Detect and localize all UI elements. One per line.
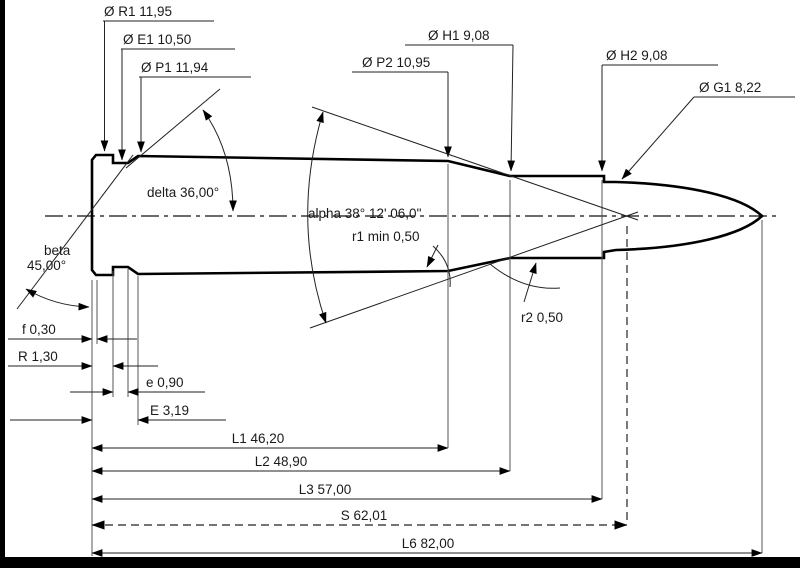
- label-radius-r1: r1 min 0,50: [352, 229, 420, 244]
- label-dim-f: f 0,30: [22, 322, 56, 337]
- label-len-L6: L6 82,00: [402, 536, 455, 551]
- beta-construction-line: [16, 154, 134, 310]
- label-dia-R1: Ø R1 11,95: [104, 4, 172, 19]
- cartridge-outline: [90, 153, 764, 277]
- label-angle-alpha: alpha 38° 12' 06,0": [308, 206, 422, 221]
- label-dim-R: R 1,30: [18, 349, 58, 364]
- label-len-L1: L1 46,20: [232, 431, 285, 446]
- label-radius-r2: r2 0,50: [521, 310, 563, 325]
- alpha-arc: [307, 111, 327, 324]
- label-dia-E1: Ø E1 10,50: [123, 32, 191, 47]
- label-dim-E: E 3,19: [150, 403, 189, 418]
- length-dimensions: [91, 444, 763, 557]
- label-dia-P1: Ø P1 11,94: [141, 60, 209, 75]
- label-angle-beta-value: 45,00°: [27, 258, 66, 273]
- label-len-L2: L2 48,90: [255, 454, 308, 469]
- angle-constructions: [16, 88, 639, 329]
- r2-leader: [523, 262, 537, 303]
- r1-leader: [426, 244, 439, 268]
- delta-construction-line: [125, 88, 221, 169]
- diameter-leaders: [100, 20, 795, 180]
- alpha-cone-lower-line: [309, 211, 639, 329]
- alpha-cone-upper-line: [311, 106, 639, 221]
- label-dim-e: e 0,90: [146, 375, 184, 390]
- label-dia-G1: Ø G1 8,22: [699, 80, 761, 95]
- r2-radius-arc: [489, 263, 561, 289]
- label-dia-P2: Ø P2 10,95: [362, 55, 430, 70]
- label-len-S: S 62,01: [341, 508, 388, 523]
- bottom-border: [0, 557, 800, 568]
- label-dia-H2: Ø H2 9,08: [606, 48, 668, 63]
- beta-arc: [25, 288, 90, 311]
- head-dimensions: [8, 335, 226, 424]
- label-angle-delta: delta 36,00°: [147, 185, 219, 200]
- r1-radius-arc: [432, 245, 451, 288]
- label-angle-beta: beta: [44, 243, 71, 258]
- extension-lines: [91, 164, 763, 556]
- label-dia-H1: Ø H1 9,08: [428, 28, 490, 43]
- left-border: [0, 0, 5, 568]
- dimension-labels: Ø R1 11,95 Ø E1 10,50 Ø P1 11,94 Ø P2 10…: [18, 4, 761, 551]
- label-len-L3: L3 57,00: [299, 482, 352, 497]
- delta-arc: [202, 109, 237, 212]
